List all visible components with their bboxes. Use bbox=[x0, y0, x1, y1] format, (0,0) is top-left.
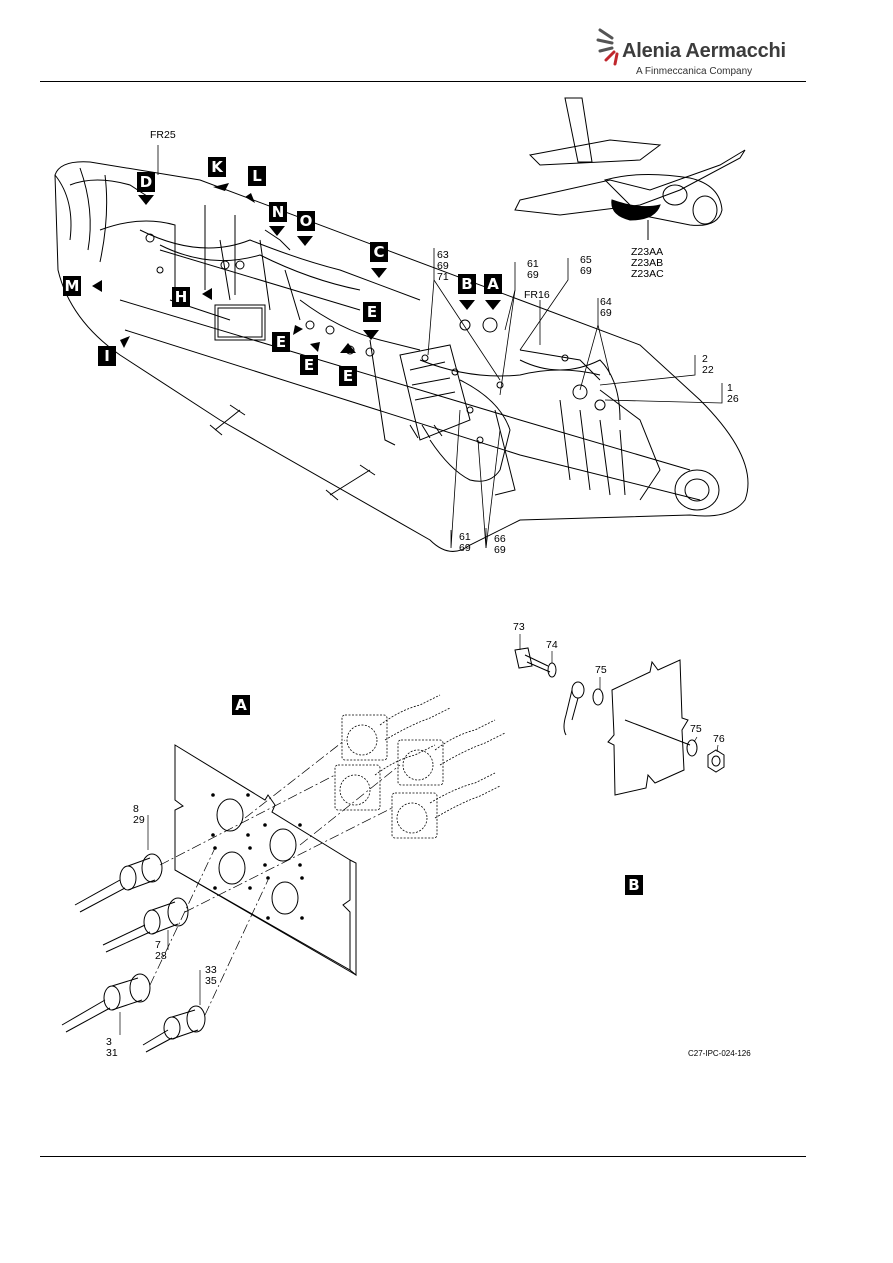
effectivity-3: Z23AC bbox=[631, 268, 664, 280]
view-a-plugs bbox=[61, 853, 206, 1053]
callout-61-69-lower: 61 69 bbox=[459, 531, 471, 554]
callout-73: 73 bbox=[513, 621, 525, 633]
callout-75-upper: 75 bbox=[595, 664, 607, 676]
figure-code: C27-IPC-024-126 bbox=[688, 1049, 751, 1058]
detail-tag-i: I bbox=[98, 346, 116, 366]
callout-66-69: 66 69 bbox=[494, 533, 506, 556]
callout-64-69: 64 69 bbox=[600, 296, 612, 319]
detail-tag-e-left: E bbox=[272, 332, 290, 352]
view-a-leaders bbox=[119, 815, 201, 1035]
detail-tag-e-upper: E bbox=[363, 302, 381, 322]
detail-tag-o: O bbox=[297, 211, 315, 231]
frame-label-fr16: FR16 bbox=[524, 289, 550, 301]
detail-tag-h: H bbox=[172, 287, 190, 307]
callout-2-22: 2 22 bbox=[702, 353, 714, 376]
callout-65-69: 65 69 bbox=[580, 254, 592, 277]
brand-tagline: A Finmeccanica Company bbox=[636, 66, 753, 77]
frame-label-fr25: FR25 bbox=[150, 129, 176, 141]
callout-75-lower: 75 bbox=[690, 723, 702, 735]
callout-63-69-71: 63 69 71 bbox=[437, 249, 449, 283]
detail-tag-d: D bbox=[137, 172, 155, 192]
callout-7-28: 7 28 bbox=[155, 939, 167, 962]
view-b-hardware bbox=[514, 647, 725, 796]
view-a-phantom-lines bbox=[149, 739, 401, 1016]
callout-8-29: 8 29 bbox=[133, 803, 145, 826]
callout-1-26: 1 26 bbox=[727, 382, 739, 405]
view-label-a: A bbox=[232, 695, 250, 715]
detail-tag-c: C bbox=[370, 242, 388, 262]
detail-tag-e-mid: E bbox=[300, 355, 318, 375]
callout-33-35: 33 35 bbox=[205, 964, 217, 987]
view-a-plate bbox=[174, 744, 357, 977]
view-a-receptacles bbox=[334, 694, 506, 839]
detail-tag-k: K bbox=[208, 157, 226, 177]
effectivity-1: Z23AA bbox=[631, 246, 664, 258]
detail-tag-m: M bbox=[63, 276, 81, 296]
brand-name: Alenia Aermacchi bbox=[622, 40, 786, 62]
fuselage-cutaway bbox=[54, 161, 749, 552]
detail-tag-a: A bbox=[484, 274, 502, 294]
callout-61-69-upper: 61 69 bbox=[527, 258, 539, 281]
detail-arrows bbox=[92, 183, 501, 353]
detail-tag-n: N bbox=[269, 202, 287, 222]
effectivity-2: Z23AB bbox=[631, 257, 664, 269]
view-b-leaders bbox=[519, 634, 719, 753]
detail-tag-e-lower: E bbox=[339, 366, 357, 386]
brand-logo-icon bbox=[596, 28, 619, 66]
callout-leaders-top bbox=[157, 145, 723, 549]
callout-3-31: 3 31 bbox=[106, 1036, 118, 1059]
aircraft-overview bbox=[514, 97, 746, 240]
detail-tag-l: L bbox=[248, 166, 266, 186]
callout-74: 74 bbox=[546, 639, 558, 651]
header-rule bbox=[40, 81, 806, 82]
callout-76: 76 bbox=[713, 733, 725, 745]
view-label-b: B bbox=[625, 875, 643, 895]
detail-tag-b: B bbox=[458, 274, 476, 294]
footer-rule bbox=[40, 1156, 806, 1157]
